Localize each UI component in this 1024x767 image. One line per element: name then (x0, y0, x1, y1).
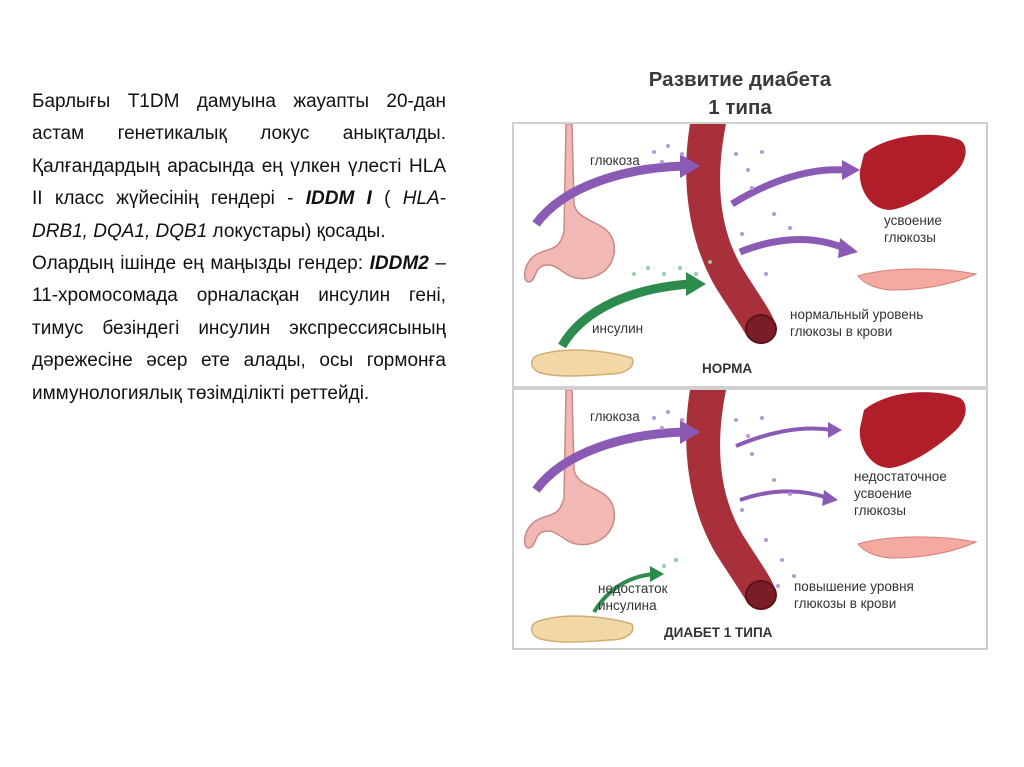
muscle-icon (858, 269, 976, 290)
glucose-to-muscle-arrow (740, 239, 844, 252)
uptake-label-top: усвоение глюкозы (884, 212, 942, 246)
panel-diabetes: глюкоза недостаток инсулина недостаточно… (512, 388, 988, 650)
panel-diabetes-illustration (514, 390, 986, 648)
uptake-label-bottom: недостаточное усвоение глюкозы (854, 468, 947, 519)
insulin-label-bottom: недостаток инсулина (598, 580, 668, 614)
paragraph-1: Барлығы T1DM дамуына жауапты 20-дан аста… (32, 86, 446, 248)
caption-diabetes: ДИАБЕТ 1 ТИПА (664, 624, 772, 641)
muscle-icon (858, 537, 976, 558)
panel-normal-illustration (514, 124, 986, 386)
level-label-top: нормальный уровень глюкозы в крови (790, 306, 923, 340)
insulin-label-top: инсулин (592, 320, 643, 337)
blood-vessel-icon (686, 124, 774, 338)
glucose-to-liver-arrow (736, 429, 832, 446)
caption-norma: НОРМА (702, 360, 752, 377)
figure-title: Развитие диабета 1 типа (560, 66, 920, 122)
glucose-arrow (536, 432, 684, 490)
pancreas-icon (532, 350, 633, 376)
pancreas-icon (532, 616, 633, 642)
paragraph-2: Олардың ішінде ең маңызды гендер: IDDM2 … (32, 248, 446, 410)
glucose-arrow (536, 166, 684, 224)
liver-icon (860, 135, 966, 210)
slide-text: Барлығы T1DM дамуына жауапты 20-дан аста… (32, 86, 446, 410)
glucose-to-muscle-arrow (740, 492, 828, 501)
liver-icon (860, 392, 966, 468)
stomach-icon (525, 124, 615, 282)
level-label-bottom: повышение уровня глюкозы в крови (794, 578, 914, 612)
panel-normal: глюкоза инсулин усвоение глюкозы нормаль… (512, 122, 988, 388)
blood-vessel-icon (686, 390, 774, 604)
glucose-to-liver-arrow (732, 170, 844, 204)
glucose-label-bottom: глюкоза (590, 408, 640, 425)
glucose-label-top: глюкоза (590, 152, 640, 169)
